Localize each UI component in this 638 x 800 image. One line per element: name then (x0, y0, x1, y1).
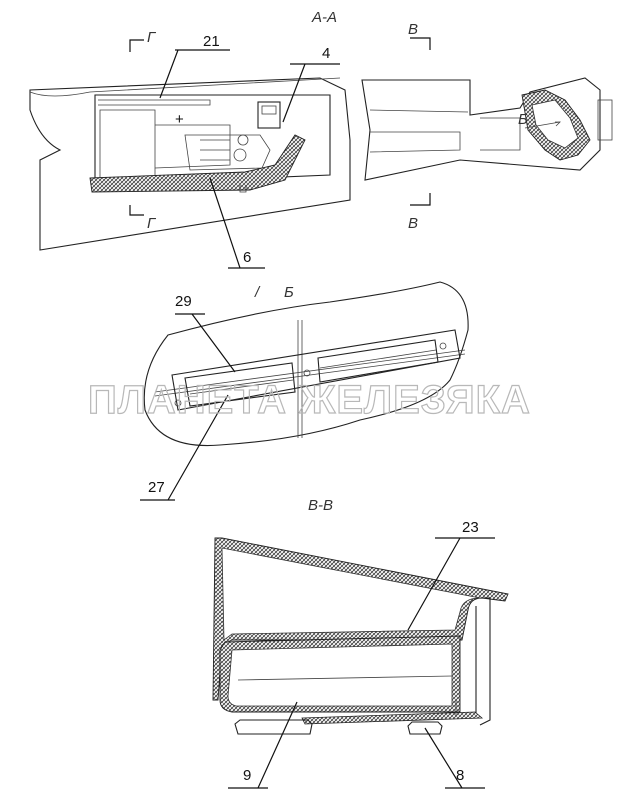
callout-6: 6 (243, 249, 251, 266)
section-title-b: Б (284, 284, 294, 301)
callout-21: 21 (203, 33, 220, 50)
section-label-v-top: В (408, 21, 418, 38)
section-title-vv: В-В (308, 497, 333, 514)
section-title-aa: А-А (311, 9, 337, 26)
watermark-text: ПЛАНЕТА ЖЕЛЕЗЯКА (88, 378, 531, 422)
section-label-g-top: Г (147, 29, 157, 46)
section-label-b-inline: Б (518, 111, 528, 128)
section-prefix-mark: / (254, 284, 261, 301)
callout-29: 29 (175, 293, 192, 310)
view-vv: В-В 23 9 8 (212, 497, 509, 789)
plus-mark: + (175, 111, 184, 128)
view-aa: + Б Г Г В В А-А 21 4 (29, 9, 613, 269)
callout-4: 4 (322, 45, 330, 62)
section-label-v-bottom: В (408, 215, 418, 232)
callout-27: 27 (148, 479, 165, 496)
section-label-g-bottom: Г (147, 215, 157, 232)
callout-8: 8 (456, 767, 464, 784)
view-b: / Б 29 27 (140, 281, 469, 501)
callout-23: 23 (462, 519, 479, 536)
callout-9: 9 (243, 767, 251, 784)
